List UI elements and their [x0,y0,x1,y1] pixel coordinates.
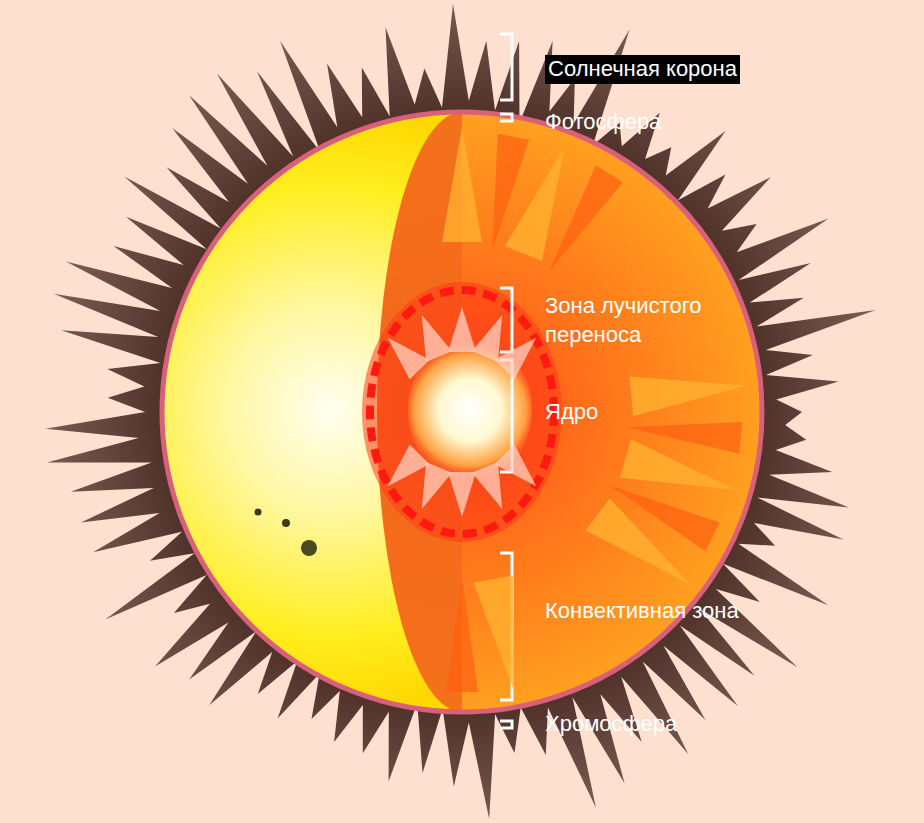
radiation-arrow [472,462,502,509]
bracket [500,721,512,728]
convective-zone-label: Конвективная зона [545,597,739,626]
radiation-arrow [472,315,502,362]
corona-shape [45,4,875,819]
radiation-arrow [422,315,452,362]
radiative-zone [362,282,562,542]
convection-arrow [586,498,690,583]
convection-arrow [629,376,745,416]
sun-cut-face [162,112,762,712]
radiation-arrow [448,307,476,352]
radiation-arrow [495,338,537,380]
radiation-arrow [388,338,430,380]
radiation-arrow [495,445,537,487]
radiative-zone-label: Зона лучистого переноса [545,292,750,349]
convection-arrow [446,577,478,692]
convection-arrow [505,146,565,260]
radiative-boundary [370,290,554,534]
photosphere-label: Фотосфера [545,108,661,137]
radiation-arrow [422,462,452,509]
core-label: Ядро [545,398,598,427]
bracket [500,288,512,352]
photosphere-rim [162,112,762,712]
sunspot [301,540,317,556]
radiation-arrow [448,472,476,517]
convection-arrow [549,166,623,272]
convection-arrow [442,127,482,242]
convection-arrow [474,575,515,692]
chromosphere-label: Хромосфера [545,710,677,739]
corona-label: Солнечная корона [545,55,740,84]
bracket [500,114,512,121]
convection-arrow [620,439,736,490]
sunspot [282,519,290,527]
radiation-arrow [388,445,430,487]
sunspot [255,509,262,516]
bracket [500,34,512,100]
